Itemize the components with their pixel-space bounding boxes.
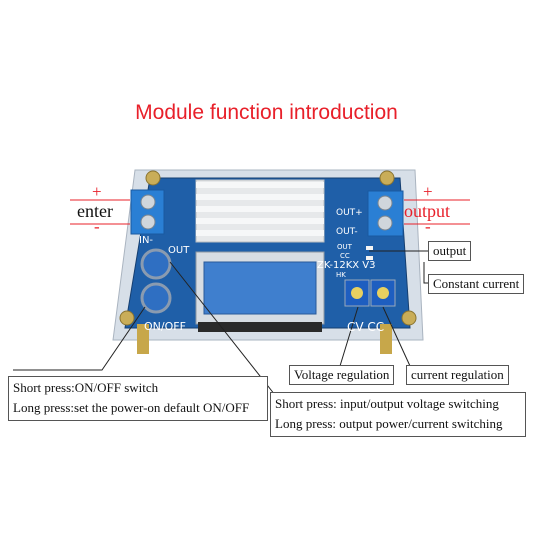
out-button[interactable] [140,248,172,280]
led-cc [366,256,373,260]
silk-brand: HK [336,271,346,279]
standoff-right [380,324,392,354]
silk-led-cc: CC [340,252,350,260]
callout-current-regulation: current regulation [406,365,509,385]
silk-out-plus: OUT+ [336,208,363,218]
current-pot-screw-icon [377,287,389,299]
silk-out-minus: OUT- [336,227,358,237]
output-label: output [404,201,451,221]
heatsink [195,179,325,243]
silk-in-minus: IN- [139,235,154,246]
callout-voltage-regulation: Voltage regulation [289,365,395,385]
silk-cv-cc: CV CC [347,320,385,334]
lcd-screen [195,251,325,332]
screw-top-right [379,170,395,186]
onoff-short-text: Short press:ON/OFF switch [13,380,159,395]
output-terminal [367,190,404,237]
page-title: Module function introduction [135,101,398,124]
out-long-text: Long press: output power/current switchi… [275,416,503,431]
onoff-long-text: Long press:set the power-on default ON/O… [13,400,250,415]
silk-led-out: OUT [337,243,352,251]
output-minus: - [425,217,431,236]
silk-model: ZK-12KX V3 [317,260,376,271]
callout-out-button: Short press: input/output voltage switch… [270,392,526,437]
input-terminal [130,189,165,235]
standoff-left [137,324,149,354]
output-plus: + [423,182,433,201]
input-label: enter [77,201,113,221]
led-out [366,246,373,250]
input-minus: - [94,217,100,236]
screw-bottom-left [119,310,135,326]
input-plus: + [92,182,102,201]
silk-out-button: OUT [168,245,190,256]
screw-top-left [145,170,161,186]
voltage-pot-screw-icon [351,287,363,299]
onoff-button[interactable] [140,282,172,314]
silk-onoff: ON/OFF [144,320,186,333]
callout-output: output [428,241,472,261]
screw-bottom-right [401,310,417,326]
callout-constant-current: Constant current [428,274,525,294]
callout-onoff-button: Short press:ON/OFF switch Long press:set… [8,376,268,421]
out-short-text: Short press: input/output voltage switch… [275,396,499,411]
